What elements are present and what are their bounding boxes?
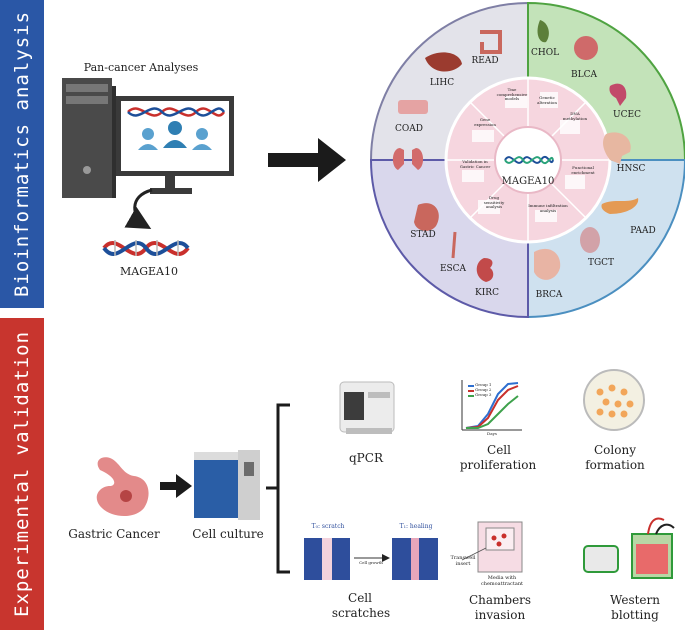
- analysis-immune-infiltration: Immune infiltration analysis: [528, 203, 568, 213]
- prolif-legend-3: Group 3: [475, 392, 492, 397]
- proliferation-label-2: proliferation: [459, 458, 537, 472]
- cancer-tgct: TGCT: [587, 258, 615, 268]
- analysis-drug-sensitivity: Drug sensitivity analysis: [483, 195, 505, 210]
- chamber-icon: [461, 521, 523, 573]
- cancer-hnsc: HNSC: [616, 164, 646, 174]
- proliferation-chart: [461, 380, 522, 431]
- colon-icon: [480, 30, 502, 54]
- scratch-label-1: Cell: [348, 591, 372, 605]
- breast-icon: [534, 248, 561, 280]
- cancer-chol: CHOL: [530, 48, 560, 58]
- lungs-icon: [392, 148, 424, 170]
- prolif-legend-2: Group 2: [475, 387, 492, 392]
- western-label-2: blotting: [611, 608, 659, 622]
- testis-icon: [580, 227, 600, 253]
- colon-tissue-icon: [398, 100, 428, 114]
- cancer-paad: PAAD: [630, 226, 656, 236]
- liver-icon: [425, 52, 462, 72]
- cancer-kirc: KIRC: [475, 288, 499, 298]
- cancer-esca: ESCA: [439, 264, 467, 274]
- analysis-dna-methylation: DNA methylation: [562, 111, 588, 121]
- gastric-label: Gastric Cancer: [68, 527, 160, 541]
- western-blot-icon: [583, 517, 675, 579]
- computer-to-dna-arrow: [124, 188, 153, 229]
- colony-label-1: Colony: [594, 443, 636, 457]
- center-gene-label: MAGEA10: [501, 176, 555, 187]
- gene-label: MAGEA10: [120, 265, 178, 278]
- analysis-functional-enrichment: Functional enrichment: [571, 165, 595, 175]
- prolif-xlabel: Days: [487, 431, 497, 436]
- analysis-validation-gastric: Validation in Gastric Cancer: [459, 159, 491, 169]
- scratch-panels: [304, 538, 438, 580]
- cancer-stad: STAD: [410, 230, 436, 240]
- qpcr-machine-icon: [339, 381, 395, 434]
- chamber-label-1: Chambers: [468, 593, 532, 607]
- cancer-read: READ: [471, 56, 499, 66]
- proliferation-label-1: Cell: [487, 443, 511, 457]
- western-label-1: Western: [609, 593, 660, 607]
- esophagus-icon: [451, 231, 457, 259]
- experimental-band: Experimental validation: [0, 318, 44, 630]
- organ-icons: [392, 20, 639, 282]
- scratch-t0-label: T₀: scratch: [311, 523, 345, 530]
- scratch-label-2: scratches: [331, 606, 391, 620]
- kidney-icon: [476, 258, 494, 282]
- prolif-legend-1: Group 1: [475, 382, 492, 387]
- stomach-icon: [414, 203, 439, 231]
- analysis-genetic-alteration: Genetic alteration: [537, 95, 557, 105]
- head-icon: [603, 132, 631, 164]
- cancer-ucec: UCEC: [613, 110, 641, 120]
- chamber-label-2: invasion: [474, 608, 526, 622]
- gastric-stomach-icon: [96, 457, 149, 517]
- computer-icon: [62, 78, 234, 198]
- qpcr-label: qPCR: [349, 451, 383, 465]
- analysis-gene-expression: Gene expression: [474, 117, 496, 127]
- analysis-tme: Tme comprehensive models: [496, 87, 528, 102]
- dna-icon: [102, 240, 190, 256]
- gallbladder-icon: [537, 20, 549, 43]
- scratch-t1-label: T₁: healing: [399, 523, 433, 530]
- pancreas-icon: [601, 198, 639, 214]
- uterus-icon: [609, 83, 627, 106]
- analysis-arrow: [268, 138, 346, 182]
- cancer-brca: BRCA: [535, 290, 563, 300]
- bladder-icon: [574, 36, 598, 60]
- colony-label-2: formation: [585, 458, 645, 472]
- computer-title: Pan-cancer Analyses: [83, 61, 199, 74]
- culture-label: Cell culture: [192, 527, 264, 541]
- cancer-coad: COAD: [395, 124, 423, 134]
- transwell-label: Transwell insert: [450, 555, 476, 567]
- incubator-icon: [194, 450, 260, 520]
- media-label: Media with chemoattractant: [480, 575, 524, 587]
- gastric-to-culture-arrow: [160, 474, 192, 498]
- colony-plate-icon: [583, 369, 645, 431]
- bioinformatics-band: Bioinformatics analysis: [0, 0, 44, 308]
- cancer-lihc: LIHC: [429, 78, 455, 88]
- scratch-growth-label: Cell growth: [359, 560, 383, 565]
- cancer-blca: BLCA: [571, 70, 597, 80]
- experiment-bracket: [266, 403, 290, 574]
